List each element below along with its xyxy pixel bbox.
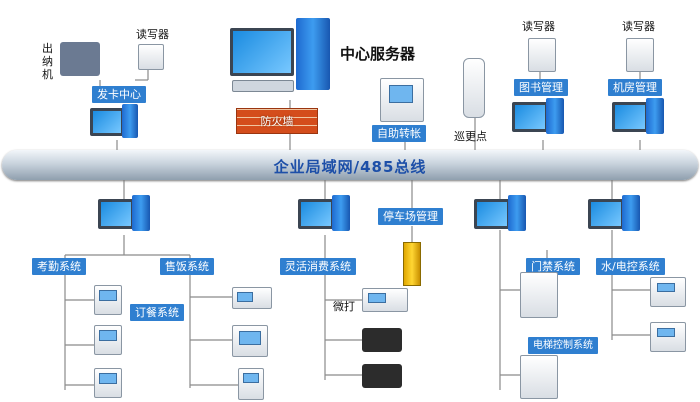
patrol-label: 巡更点 [454, 130, 487, 143]
cashier-device [60, 42, 100, 76]
firewall: 防火墙 [236, 108, 318, 134]
water-pc [588, 195, 648, 237]
parking-gate [403, 242, 421, 286]
attendance-terminal [94, 325, 122, 355]
reader-books-device [528, 38, 556, 72]
firewall-label: 防火墙 [260, 115, 294, 128]
central-server [230, 18, 340, 108]
water-meter [650, 277, 686, 307]
attendance-terminal [94, 368, 122, 398]
meal-sale-terminal [232, 325, 268, 357]
room-label: 机房管理 [608, 79, 662, 96]
reader-books-label: 读写器 [522, 20, 555, 33]
attendance-pc [98, 195, 158, 237]
bus-label: 企业局域网/485总线 [273, 158, 427, 176]
server-title: 中心服务器 [340, 45, 416, 63]
electric-meter [650, 322, 686, 352]
elevator-label: 电梯控制系统 [528, 337, 598, 354]
flexible-label: 灵活消费系统 [280, 258, 356, 275]
meal-sale-terminal [238, 368, 264, 400]
patrol-device [463, 58, 485, 118]
reader-left-device [138, 44, 164, 70]
self-service-label: 自助转帐 [372, 125, 426, 142]
books-label: 图书管理 [514, 79, 568, 96]
meal-order-label: 订餐系统 [130, 304, 184, 321]
pos-terminal [362, 364, 402, 388]
card-center-label: 发卡中心 [92, 86, 146, 103]
cashier-label: 出纳机 [42, 42, 53, 81]
meal-sale-terminal [232, 287, 272, 309]
door-controller [520, 272, 558, 318]
door-label: 门禁系统 [526, 258, 580, 275]
elevator-controller [520, 355, 558, 399]
attendance-terminal [94, 285, 122, 315]
micro-printer [362, 288, 408, 312]
self-service-kiosk [380, 78, 424, 122]
pos-terminal [362, 328, 402, 352]
attendance-label: 考勤系统 [32, 258, 86, 275]
reader-left-label: 读写器 [136, 28, 169, 41]
door-pc [474, 195, 534, 237]
room-pc [612, 98, 672, 140]
books-pc [512, 98, 572, 140]
parking-label: 停车场管理 [378, 208, 443, 225]
network-bus: 企业局域网/485总线 [2, 150, 698, 180]
water-label: 水/电控系统 [596, 258, 665, 275]
reader-room-label: 读写器 [622, 20, 655, 33]
flexible-pc [298, 195, 358, 237]
printer-label: 微打 [333, 300, 355, 313]
card-center-pc [90, 104, 145, 144]
reader-room-device [626, 38, 654, 72]
meal-sale-label: 售饭系统 [160, 258, 214, 275]
